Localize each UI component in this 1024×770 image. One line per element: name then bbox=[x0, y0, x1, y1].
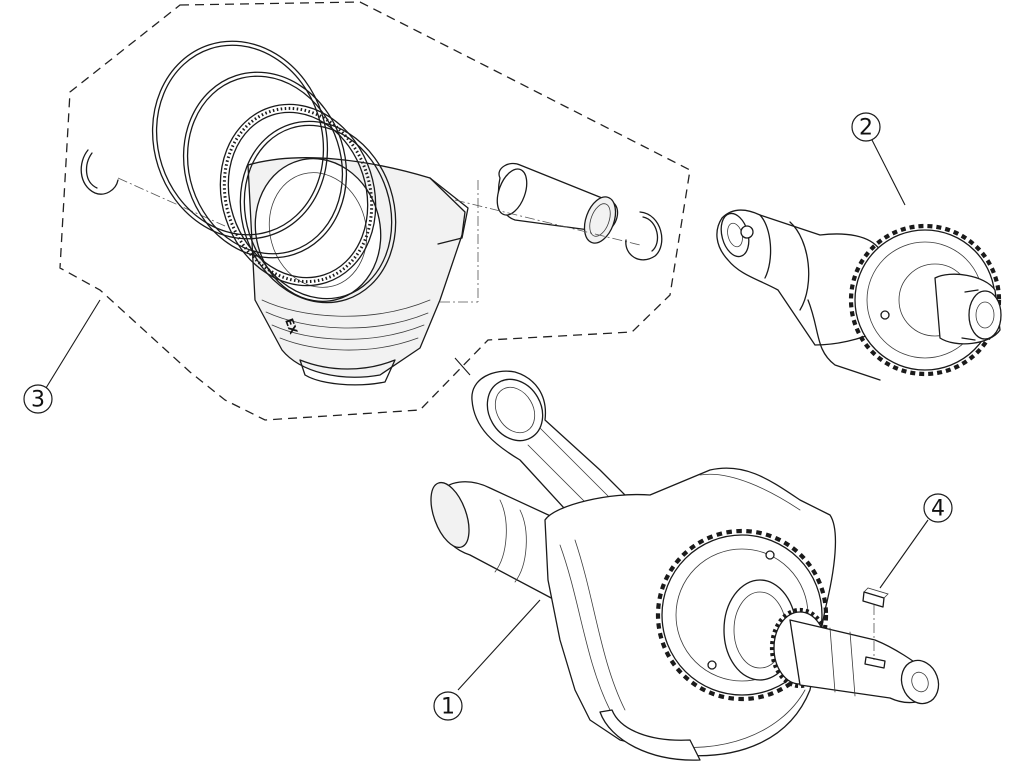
woodruff-key bbox=[862, 587, 889, 660]
camshaft bbox=[716, 209, 1002, 381]
svg-text:2: 2 bbox=[859, 116, 873, 141]
left-circlip bbox=[80, 149, 119, 195]
crankshaft-assembly bbox=[430, 370, 940, 761]
piston-rings bbox=[151, 40, 397, 304]
callout-3: 3 bbox=[23, 299, 101, 414]
piston-kit-group: EX bbox=[59, 1, 691, 421]
svg-text:3: 3 bbox=[31, 388, 45, 413]
svg-text:4: 4 bbox=[931, 497, 945, 522]
piston: EX bbox=[247, 157, 469, 386]
piston-kit-boundary bbox=[59, 1, 691, 421]
piston-marking: EX bbox=[282, 317, 300, 337]
svg-text:1: 1 bbox=[441, 695, 455, 720]
callout-2: 2 bbox=[851, 112, 906, 206]
right-circlip bbox=[625, 211, 663, 261]
piston-pin bbox=[496, 162, 619, 244]
callout-4: 4 bbox=[879, 493, 953, 589]
callout-1: 1 bbox=[433, 599, 541, 721]
